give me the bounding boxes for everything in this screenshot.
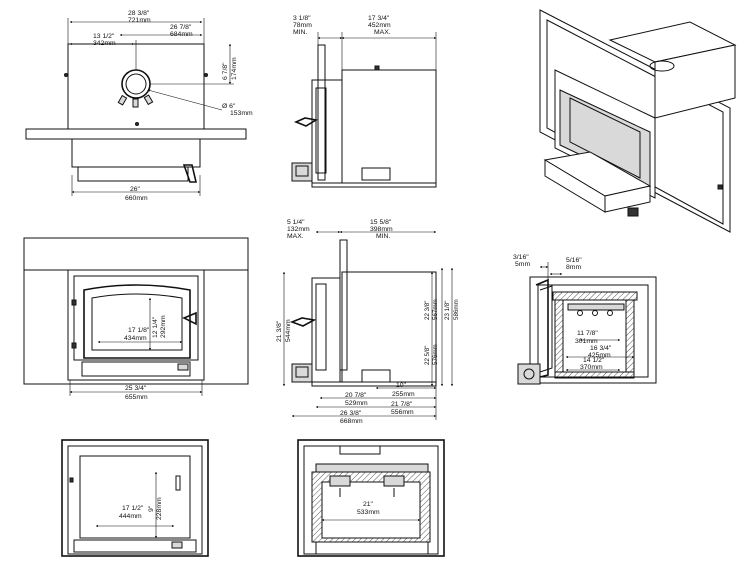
side-mid-h2-mm: 586mm [453, 299, 460, 320]
side-mid-front-note: MAX. [287, 233, 304, 240]
side-mid-h3-in: 22 5/8" [424, 346, 431, 365]
front-glass-height-mm: 292mm [160, 315, 167, 338]
top-overall-width-mm: 721mm [128, 17, 151, 24]
firebox-top-width-mm: 533mm [357, 509, 380, 516]
section-c-mm: 301mm [575, 338, 598, 345]
top-flue-offset-in: 6 7/8" [222, 62, 229, 80]
front-glass-width-in: 17 1/8" [128, 327, 150, 334]
top-overall-width-in: 28 3/8" [128, 10, 150, 17]
side-mid-height-mm: 544mm [285, 319, 292, 342]
side-mid-front-in: 5 1/4" [287, 219, 305, 226]
front-view [23, 237, 249, 396]
side-mid-d1-in: 10" [396, 382, 407, 389]
isometric-view [539, 9, 737, 233]
side-mid-d4-in: 26 3/8" [340, 410, 362, 417]
firebox-front-width-in: 17 1/2" [122, 505, 144, 512]
section-c-in: 11 7/8" [577, 330, 598, 337]
side-mid-front-mm: 132mm [287, 226, 310, 233]
side-mid-h1-in: 22 3/8" [424, 301, 431, 320]
side-mid-d3-mm: 556mm [391, 409, 414, 416]
side-mid-h1-mm: 567mm [432, 299, 439, 320]
side-view-middle [282, 230, 454, 420]
front-width-in: 25 3/4" [125, 385, 147, 392]
section-b-mm: 8mm [566, 264, 581, 271]
front-glass-width-mm: 434mm [124, 335, 147, 342]
side-mid-d2-in: 20 7/8" [345, 392, 367, 399]
section-e-in: 14 1/2" [583, 357, 605, 364]
firebox-front-height-in: 9" [148, 505, 155, 512]
side-top-depth-note: MAX. [374, 29, 391, 36]
side-mid-depth-in: 15 5/8" [370, 219, 392, 226]
section-a-mm: 5mm [515, 261, 530, 268]
top-left-width-in: 13 1/2" [93, 33, 115, 40]
side-top-front-in: 3 1/8" [293, 15, 311, 22]
firebox-front-width-mm: 444mm [119, 513, 142, 520]
side-mid-d1-mm: 255mm [392, 391, 415, 398]
front-glass-height-in: 12 1/4" [152, 316, 159, 338]
side-top-front-mm: 78mm [293, 22, 312, 29]
section-d-mm: 425mm [588, 352, 611, 359]
side-view-top [291, 32, 437, 188]
cross-section-view [517, 262, 657, 385]
front-width-mm: 655mm [125, 394, 148, 401]
firebox-top-section-view [297, 439, 445, 557]
side-mid-h2-in: 23 1/8" [444, 301, 451, 320]
top-rear-view [25, 18, 247, 196]
side-top-front-note: MIN. [293, 29, 307, 36]
side-mid-d2-mm: 529mm [345, 400, 368, 407]
section-a-in: 3/16" [513, 254, 529, 261]
firebox-front-view [61, 439, 209, 557]
top-flue-diameter-mm: 153mm [230, 110, 253, 117]
side-mid-d4-mm: 668mm [340, 418, 363, 425]
side-mid-h3-mm: 576mm [432, 344, 439, 365]
section-e-mm: 370mm [580, 364, 603, 371]
side-top-depth-mm: 452mm [368, 22, 391, 29]
side-mid-height-in: 21 3/8" [276, 320, 283, 342]
top-flue-diameter-in: Ø 6" [222, 103, 236, 110]
firebox-front-height-mm: 228mm [156, 497, 163, 520]
firebox-top-width-in: 21" [363, 501, 374, 508]
top-base-width-in: 26" [130, 186, 141, 193]
top-flue-offset-mm: 174mm [231, 57, 238, 80]
side-mid-depth-mm: 398mm [370, 226, 393, 233]
top-right-width-mm: 684mm [170, 31, 193, 38]
side-top-depth-in: 17 3/4" [368, 15, 390, 22]
top-base-width-mm: 660mm [125, 195, 148, 202]
top-right-width-in: 26 7/8" [170, 24, 192, 31]
side-mid-d3-in: 21 7/8" [391, 401, 413, 408]
side-mid-depth-note: MIN. [376, 233, 390, 240]
section-d-in: 16 3/4" [590, 345, 612, 352]
top-left-width-mm: 342mm [93, 40, 116, 47]
section-b-in: 5/16" [566, 257, 582, 264]
